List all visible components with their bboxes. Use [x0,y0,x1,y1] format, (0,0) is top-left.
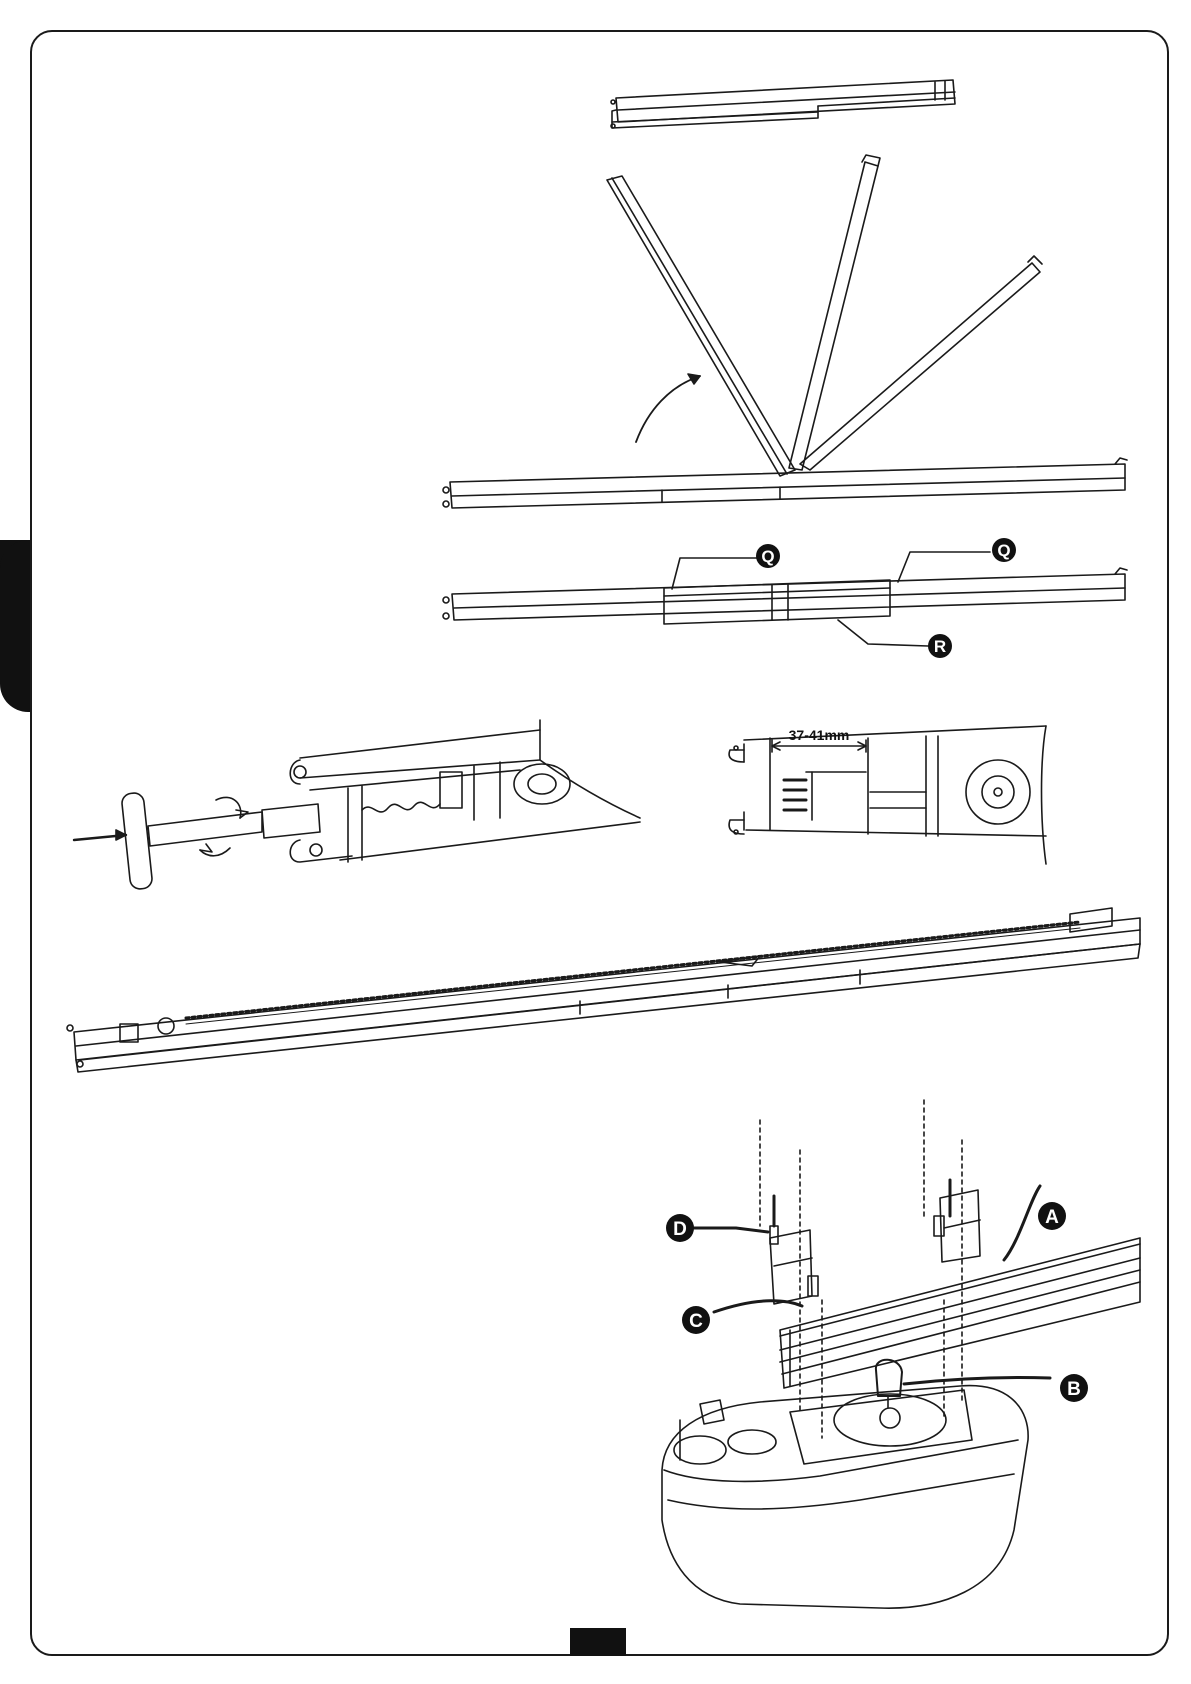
callout-d: D [666,1214,694,1242]
callout-d-text: D [673,1219,687,1240]
dimension-label: 37-41mm [789,727,850,743]
callout-q-right: Q [992,538,1016,562]
callout-a-text: A [1045,1207,1059,1228]
assembled-rail-figure [67,908,1140,1072]
callout-q-left-text: Q [761,547,774,566]
spring-detail-figure [729,726,1046,864]
folded-rail-figure [611,80,955,128]
callout-c: C [682,1306,710,1334]
callout-r: R [928,634,952,658]
callout-r-text: R [934,637,946,656]
tensioner-tool-figure [74,720,640,890]
callout-c-text: C [689,1311,703,1332]
unfolding-rail-figure [443,155,1127,508]
motor-mount-figure [662,1100,1140,1608]
callout-q-left: Q [756,544,780,568]
callout-b: B [1060,1374,1088,1402]
callout-q-right-text: Q [997,541,1010,560]
callout-b-text: B [1067,1379,1081,1400]
joined-rail-figure [443,552,1127,646]
callout-a: A [1038,1202,1066,1230]
